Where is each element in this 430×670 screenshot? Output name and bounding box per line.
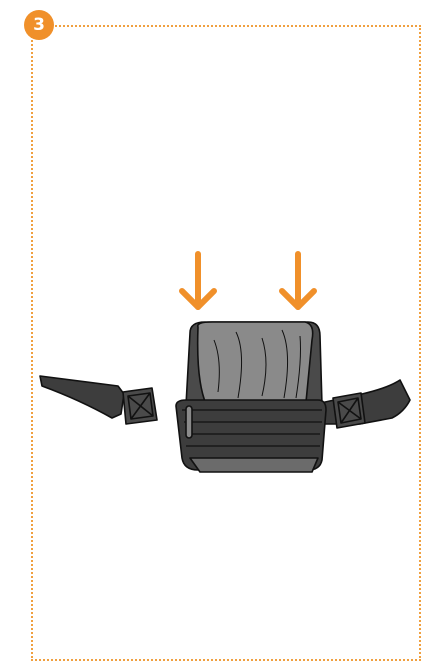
waist-bag-illustration xyxy=(40,322,410,472)
down-arrow-icon xyxy=(282,254,314,307)
down-arrow-icon xyxy=(182,254,214,307)
